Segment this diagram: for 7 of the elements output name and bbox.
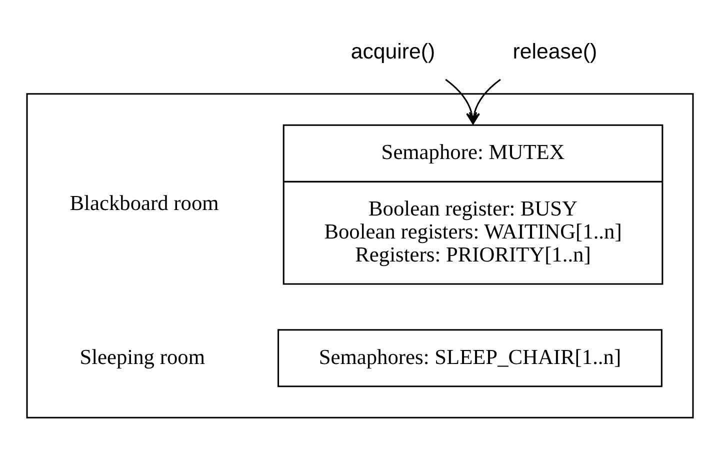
node-label: Sleeping room xyxy=(80,344,205,368)
node-text: acquire() xyxy=(350,38,436,63)
arrow xyxy=(468,78,501,124)
node-label: Blackboard room xyxy=(70,190,219,215)
node-text: release() xyxy=(512,38,598,63)
cluster xyxy=(26,92,694,418)
node-box: Semaphores: SLEEP_CHAIR[1..n] xyxy=(278,328,662,387)
